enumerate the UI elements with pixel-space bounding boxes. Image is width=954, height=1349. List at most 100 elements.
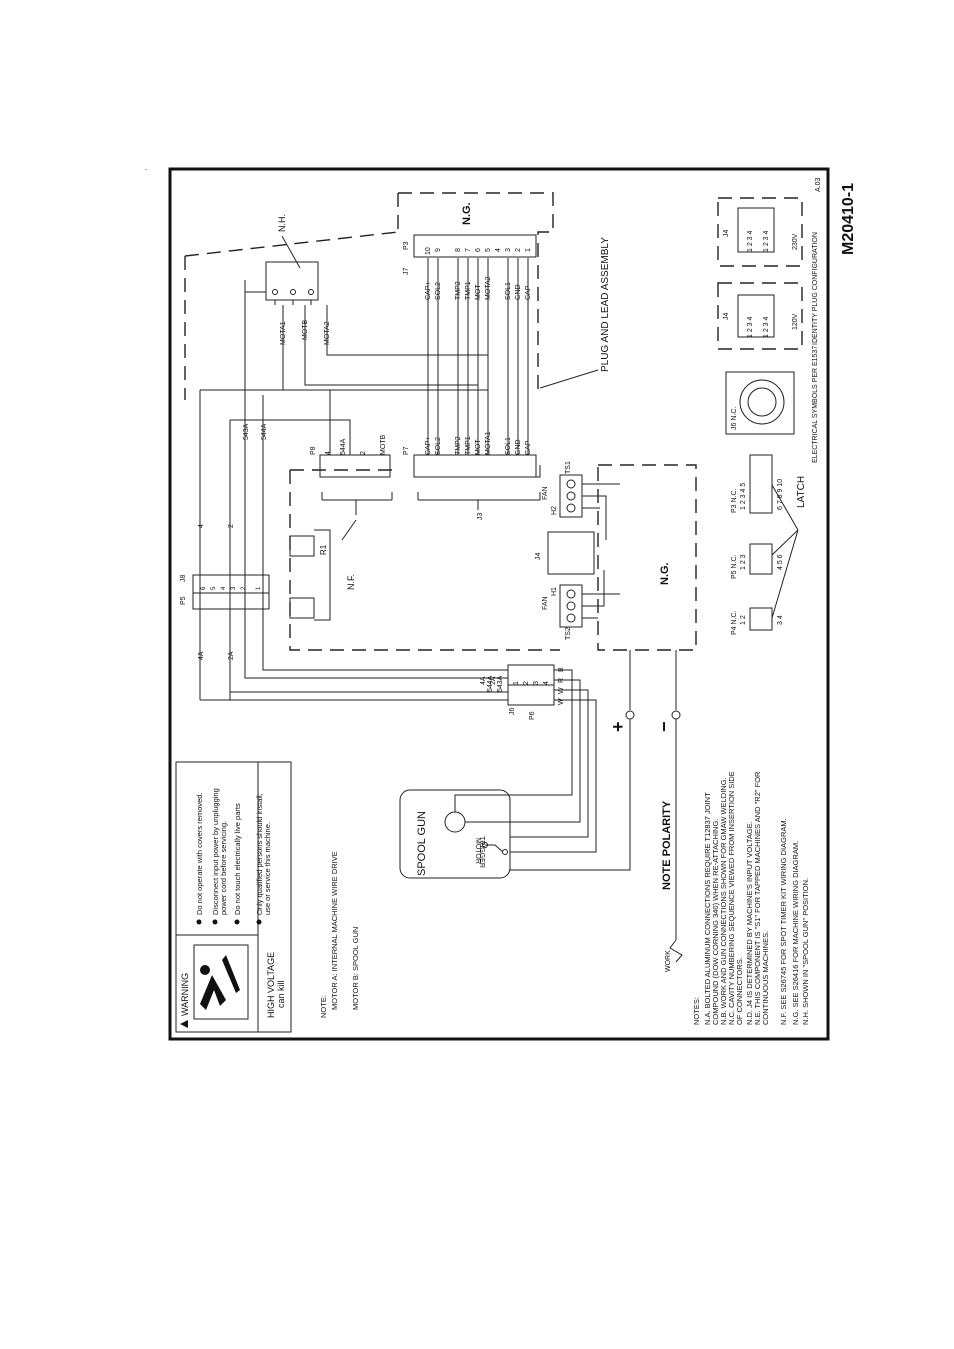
- svg-text:GND: GND: [515, 284, 522, 300]
- j8-p5-connector: P5 J8 6 5 4 3 2 1: [180, 574, 270, 610]
- svg-text:4A: 4A: [480, 676, 487, 685]
- svg-text:4: 4: [325, 451, 332, 455]
- svg-text:TS1: TS1: [565, 461, 572, 474]
- svg-text:2: 2: [241, 586, 247, 590]
- motor-label: MOTOR: [474, 838, 481, 864]
- svg-text:N.B. WORK AND GUN CONNECTION: N.B. WORK AND GUN CONNECTIONS SHOWN FOR …: [719, 777, 728, 1025]
- spool-gun-switch: N.H. MOTA1 MOTB MOTA2: [184, 214, 488, 440]
- spot-timer-option: R1 N.F.: [289, 469, 560, 651]
- svg-text:SOL1: SOL1: [505, 437, 512, 455]
- svg-text:3 4: 3 4: [777, 615, 784, 625]
- svg-text:SOL2: SOL2: [435, 282, 442, 300]
- svg-text:5: 5: [485, 248, 492, 252]
- high-voltage-person-icon: [200, 955, 240, 1010]
- svg-text:CAP-: CAP-: [525, 283, 532, 300]
- svg-text:N.G. SEE S26416 FOR MACHINE: N.G. SEE S26416 FOR MACHINE WIRING DIAGR…: [791, 841, 800, 1025]
- svg-text:MOTB: MOTB: [380, 434, 387, 455]
- svg-text:4: 4: [543, 681, 550, 685]
- bullet-icon: [196, 919, 202, 925]
- svg-text:1 2 3: 1 2 3: [740, 554, 747, 570]
- p8-connector: P8 4 544A 2 MOTB: [310, 434, 393, 515]
- svg-text:2: 2: [360, 451, 367, 455]
- svg-text:9: 9: [435, 248, 442, 252]
- svg-text:R1: R1: [319, 544, 328, 555]
- svg-text:544A: 544A: [487, 675, 494, 692]
- svg-text:P8: P8: [310, 446, 317, 455]
- warning-bullet-4: Only qualified persons should install,: [255, 793, 264, 915]
- svg-text:2: 2: [523, 681, 530, 685]
- bullet-icon: [234, 919, 240, 925]
- svg-text:MOTOR A: INTERNAL MACHINE WIRE: MOTOR A: INTERNAL MACHINE WIRE DRIVE: [330, 851, 339, 1010]
- svg-text:6: 6: [201, 586, 207, 590]
- warning-triangle-icon: [180, 1020, 188, 1028]
- plug-and-lead-assembly: N.G. PLUG AND LEAD ASSEMBLY P3 J7 10 9 8…: [397, 192, 611, 455]
- positive-terminal: +: [608, 721, 628, 732]
- harness-wires: 543A 544A 4 2 4A 2A: [198, 389, 351, 700]
- svg-text:J4: J4: [535, 553, 542, 561]
- machine-internal-box: N.G. TS1 FAN H2 TS2 FAN H1 J4: [528, 461, 697, 651]
- svg-text:CAP+: CAP+: [425, 282, 432, 300]
- svg-text:230V: 230V: [792, 233, 799, 250]
- svg-text:10: 10: [425, 247, 432, 255]
- svg-text:1: 1: [513, 681, 520, 685]
- svg-text:1 2 3 4: 1 2 3 4: [763, 230, 770, 252]
- svg-text:4 5 6: 4 5 6: [777, 554, 784, 570]
- svg-text:543A: 543A: [243, 423, 250, 440]
- svg-text:MOT-: MOT-: [475, 282, 482, 300]
- warning-bullet-2: Disconnect input power by unplugging: [211, 788, 220, 915]
- identity-plug-configuration: J4 J4 1 2 3 4 1 2 3 4 1 2 3 4 1 2 3 4 12…: [717, 197, 819, 350]
- drawing-number: M20410-1: [840, 183, 857, 255]
- note-polarity-label: NOTE POLARITY: [661, 800, 673, 890]
- svg-text:N.D. J4 IS DETERMINED BY MAC: N.D. J4 IS DETERMINED BY MACHINE'S INPUT…: [745, 821, 754, 1025]
- pin-connector-keys: P3 N.C. 1 2 3 4 5 6 7 8 9 10 LATCH P5 N.…: [731, 454, 807, 635]
- svg-text:J8: J8: [180, 575, 187, 583]
- svg-text:N.F. SEE S26745 FOR SPOT TIM: N.F. SEE S26745 FOR SPOT TIMER KIT WIRIN…: [779, 818, 788, 1025]
- svg-text:N.C. CAVITY NUMBERING SEQUEN: N.C. CAVITY NUMBERING SEQUENCE VIEWED FR…: [727, 771, 736, 1025]
- svg-text:P4 N.C.: P4 N.C.: [731, 610, 738, 635]
- id-plug-caption: IDENTITY PLUG CONFIGURATION: [812, 232, 819, 345]
- negative-terminal: −: [654, 721, 674, 732]
- svg-text:MOTOR B: SPOOL GUN: MOTOR B: SPOOL GUN: [351, 927, 360, 1010]
- svg-text:J7: J7: [403, 268, 410, 276]
- svg-text:P6: P6: [529, 711, 536, 720]
- j6-connector-key: J6 N.C. ELECTRICAL SYMBOLS PER E1537: [725, 346, 819, 463]
- svg-text:FAN: FAN: [542, 486, 549, 500]
- svg-text:120V: 120V: [792, 313, 799, 330]
- warning-title: WARNING: [180, 973, 190, 1016]
- svg-text:2: 2: [228, 524, 235, 528]
- svg-text:P5 N.C.: P5 N.C.: [731, 554, 738, 579]
- svg-text:3: 3: [533, 681, 540, 685]
- svg-text:TMP2: TMP2: [455, 436, 462, 455]
- warning-bullet-3: Do not touch electrically live parts: [233, 803, 242, 915]
- svg-text:4A: 4A: [198, 651, 205, 660]
- p7-j3-connector: P7 CAP+ SOL2 TMP2 TMP1 MOT- MOTA1 SOL1 G…: [403, 431, 541, 520]
- svg-text:TS2: TS2: [565, 627, 572, 640]
- ng-label-bottom: N.G.: [659, 562, 671, 585]
- svg-text:SOL2: SOL2: [435, 437, 442, 455]
- svg-text:5: 5: [211, 586, 217, 590]
- svg-text:P3 N.C.: P3 N.C.: [731, 488, 738, 513]
- svg-text:J4: J4: [723, 313, 730, 321]
- svg-text:TMP1: TMP1: [465, 281, 472, 300]
- svg-text:2: 2: [515, 248, 522, 252]
- svg-text:1 2: 1 2: [740, 615, 747, 625]
- svg-text:TMP1: TMP1: [465, 436, 472, 455]
- drawing-frame: [168, 167, 830, 1041]
- svg-text:SOL1: SOL1: [505, 282, 512, 300]
- svg-text:8: 8: [455, 248, 462, 252]
- svg-text:P3: P3: [403, 241, 410, 250]
- svg-text:W: W: [558, 698, 565, 705]
- symbols-caption: ELECTRICAL SYMBOLS PER E1537: [812, 346, 819, 463]
- svg-text:OF CONNECTORS.: OF CONNECTORS.: [735, 957, 744, 1025]
- svg-text:J4: J4: [723, 230, 730, 238]
- svg-text:1 2 3 4: 1 2 3 4: [747, 230, 754, 252]
- output-polarity: + − NOTE POLARITY WORK: [510, 650, 683, 972]
- svg-text:4: 4: [495, 248, 502, 252]
- plug-230v-box: [717, 197, 803, 267]
- svg-text:3: 3: [505, 248, 512, 252]
- svg-text:4: 4: [221, 586, 227, 590]
- svg-text:MOT-: MOT-: [475, 437, 482, 455]
- plug-lead-label: PLUG AND LEAD ASSEMBLY: [600, 237, 611, 372]
- svg-text:MOTA2: MOTA2: [485, 276, 492, 300]
- svg-text:J6: J6: [509, 708, 516, 716]
